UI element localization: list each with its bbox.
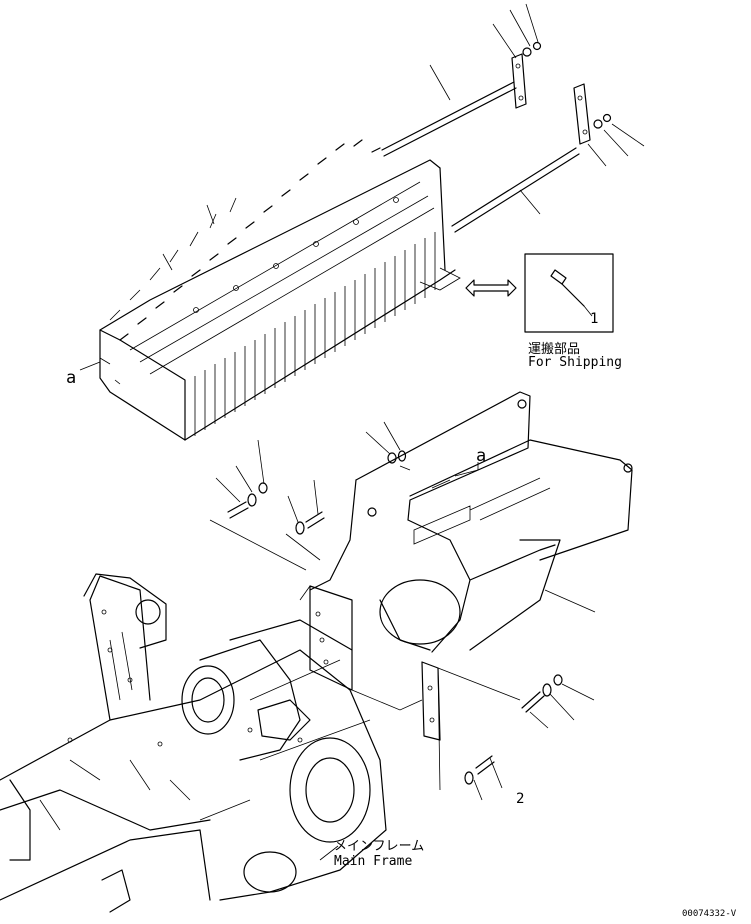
retainer-plates [492, 3, 645, 167]
leader-main-frame [319, 845, 339, 861]
counterweight-stack [99, 139, 461, 441]
rear-frame [299, 391, 633, 741]
bolts-left [209, 421, 411, 571]
leader-ref-a-lower [431, 462, 479, 489]
item-1-label: 1 [590, 311, 599, 327]
item-2-label: 2 [516, 791, 525, 807]
shipping-parts-box [465, 253, 614, 333]
bolts-right [437, 667, 595, 801]
ref-a-upper-label: a [66, 368, 77, 388]
shipping-label-en: For Shipping [528, 355, 622, 370]
shipping-label-jp: 運搬部品 [528, 342, 581, 357]
drawing-code: 00074332-V [682, 909, 737, 919]
main-frame-label-en: Main Frame [334, 854, 413, 869]
main-frame-label-jp: メインフレーム [334, 839, 425, 854]
double-arrow [465, 279, 517, 297]
leader-item-1 [583, 305, 593, 317]
leader-slabs [162, 204, 215, 271]
tie-rods [381, 64, 580, 233]
leader-ref-a-upper [79, 361, 101, 371]
leader-rear-frame [544, 589, 596, 613]
ref-a-lower-label: a [476, 446, 487, 466]
main-frame [0, 573, 387, 913]
